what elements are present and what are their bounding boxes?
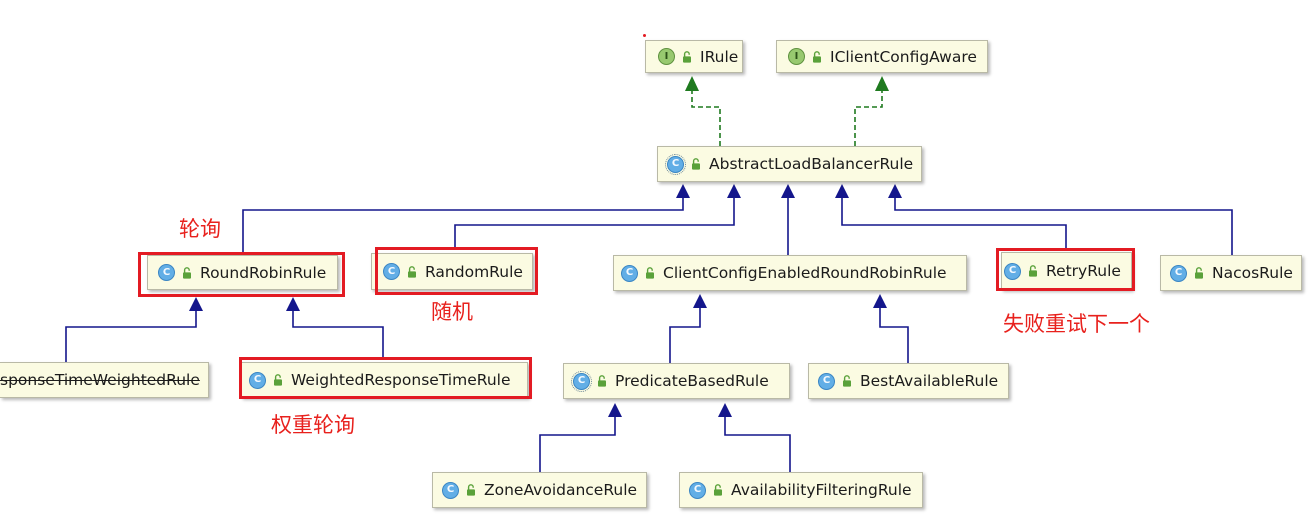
extends-arrowhead <box>727 184 741 198</box>
public-lock-icon <box>812 51 822 63</box>
highlight-box-weightedresponsetimerule <box>239 357 532 399</box>
icon-letter: I <box>794 50 799 62</box>
node-label: IClientConfigAware <box>830 47 977 66</box>
node-label: PredicateBasedRule <box>615 372 769 390</box>
public-lock-icon <box>645 267 655 279</box>
icon-letter: C <box>253 374 262 385</box>
class-node-clientconfigenabledroundrobinrule[interactable]: C ClientConfigEnabledRoundRobinRule <box>613 255 967 291</box>
public-lock-icon <box>597 375 607 387</box>
public-lock-icon <box>842 375 852 387</box>
icon-letter: C <box>1174 267 1183 278</box>
stray-red-dot <box>643 34 646 37</box>
node-label: ClientConfigEnabledRoundRobinRule <box>663 264 947 282</box>
class-icon: C <box>689 481 706 499</box>
class-node-abstractloadbalancerrule[interactable]: C AbstractLoadBalancerRule <box>657 146 922 182</box>
extends-arrowhead <box>873 294 887 308</box>
node-label: RoundRobinRule <box>200 263 327 282</box>
annotation-weightedresponsetimerule: 权重轮询 <box>271 413 355 437</box>
edge-roundrobinrule-extends-abstractloadbalancerrule <box>242 198 684 255</box>
class-icon: C <box>383 263 400 280</box>
public-lock-icon <box>691 158 701 170</box>
annotation-randomrule: 随机 <box>431 300 473 324</box>
class-node-bestavailablerule[interactable]: C BestAvailableRule <box>808 363 1009 399</box>
implements-arrowhead <box>875 76 889 91</box>
node-label: AvailabilityFilteringRule <box>731 481 912 499</box>
public-lock-icon <box>713 484 723 496</box>
public-lock-icon <box>682 51 692 63</box>
implements-arrowhead <box>685 76 699 91</box>
node-label: NacosRule <box>1212 264 1293 282</box>
edge-bestavailablerule-extends-clientconfigenabledroundrobinrule <box>879 308 909 363</box>
icon-letter: C <box>822 375 831 386</box>
edge-availabilityfilteringrule-extends-predicatebasedrule <box>724 417 791 472</box>
extends-arrowhead <box>676 184 690 198</box>
highlight-box-randomrule <box>375 247 538 295</box>
icon-letter: C <box>162 266 171 278</box>
class-node-retryrule[interactable]: C RetryRule <box>1001 252 1132 290</box>
extends-arrowhead <box>608 403 622 417</box>
public-lock-icon <box>466 484 476 496</box>
class-icon: C <box>442 481 459 499</box>
edge-randomrule-extends-abstractloadbalancerrule <box>454 198 735 250</box>
edge-predicatebasedrule-extends-clientconfigenabledroundrobinrule <box>669 308 701 363</box>
edge-abstractloadbalancerrule-implements-iclientconfigaware <box>854 91 883 146</box>
class-icon: C <box>818 372 835 390</box>
edge-abstractloadbalancerrule-implements-irule <box>691 91 721 146</box>
highlight-box-roundrobinrule <box>138 252 345 297</box>
icon-letter: C <box>577 375 586 386</box>
extends-arrowhead <box>286 297 300 311</box>
class-node-responsetimeweightedrule[interactable]: sponseTimeWeightedRule <box>0 362 209 398</box>
extends-arrowhead <box>693 294 707 308</box>
edge-zoneavoidancerule-extends-predicatebasedrule <box>539 417 616 472</box>
icon-letter: C <box>671 158 680 169</box>
edge-responsetimeweightedrule-extends-roundrobinrule <box>65 311 197 362</box>
node-label: WeightedResponseTimeRule <box>291 371 511 389</box>
node-label: RandomRule <box>425 262 523 281</box>
icon-letter: I <box>664 50 669 62</box>
node-label: sponseTimeWeightedRule <box>0 371 200 389</box>
class-node-predicatebasedrule[interactable]: C PredicateBasedRule <box>563 363 790 399</box>
highlight-box-retryrule <box>996 248 1135 291</box>
node-label: RetryRule <box>1046 262 1121 280</box>
extends-arrowhead <box>835 184 849 198</box>
class-icon: C <box>249 371 266 389</box>
interface-node-irule[interactable]: I IRule <box>645 40 743 73</box>
node-label: BestAvailableRule <box>860 372 999 390</box>
icon-letter: C <box>1008 265 1017 276</box>
annotation-roundrobinrule: 轮询 <box>179 217 221 241</box>
edge-weightedresponsetimerule-extends-roundrobinrule <box>292 311 384 360</box>
class-node-randomrule[interactable]: C RandomRule <box>371 253 533 290</box>
annotation-retryrule: 失败重试下一个 <box>1003 312 1150 336</box>
abstract-class-icon: C <box>665 153 686 175</box>
extends-arrowhead <box>781 184 795 198</box>
class-icon: C <box>621 264 638 282</box>
class-icon: C <box>1170 264 1187 282</box>
abstract-class-icon: C <box>571 370 592 392</box>
edge-nacosrule-extends-abstractloadbalancerrule <box>894 198 1233 255</box>
public-lock-icon <box>1194 267 1204 279</box>
icon-letter: C <box>387 265 396 277</box>
node-label: IRule <box>700 47 739 66</box>
icon-letter: C <box>625 267 634 278</box>
node-label: ZoneAvoidanceRule <box>484 481 638 499</box>
interface-icon: I <box>658 48 675 65</box>
class-icon: C <box>1004 262 1021 280</box>
extends-arrowhead <box>718 403 732 417</box>
class-node-weightedresponsetimerule[interactable]: C WeightedResponseTimeRule <box>241 362 528 398</box>
class-node-nacosrule[interactable]: C NacosRule <box>1160 255 1302 291</box>
class-icon: C <box>158 264 175 281</box>
interface-node-iclientconfigaware[interactable]: I IClientConfigAware <box>776 40 988 73</box>
node-label: AbstractLoadBalancerRule <box>709 155 914 173</box>
class-node-availabilityfilteringrule[interactable]: C AvailabilityFilteringRule <box>679 472 923 508</box>
icon-letter: C <box>693 484 702 495</box>
icon-letter: C <box>446 484 455 495</box>
interface-icon: I <box>788 48 805 65</box>
extends-arrowhead <box>189 297 203 311</box>
class-node-roundrobinrule[interactable]: C RoundRobinRule <box>147 255 338 290</box>
edge-retryrule-extends-abstractloadbalancerrule <box>841 198 1067 250</box>
extends-arrowhead <box>888 184 902 198</box>
class-node-zoneavoidancerule[interactable]: C ZoneAvoidanceRule <box>432 472 647 508</box>
